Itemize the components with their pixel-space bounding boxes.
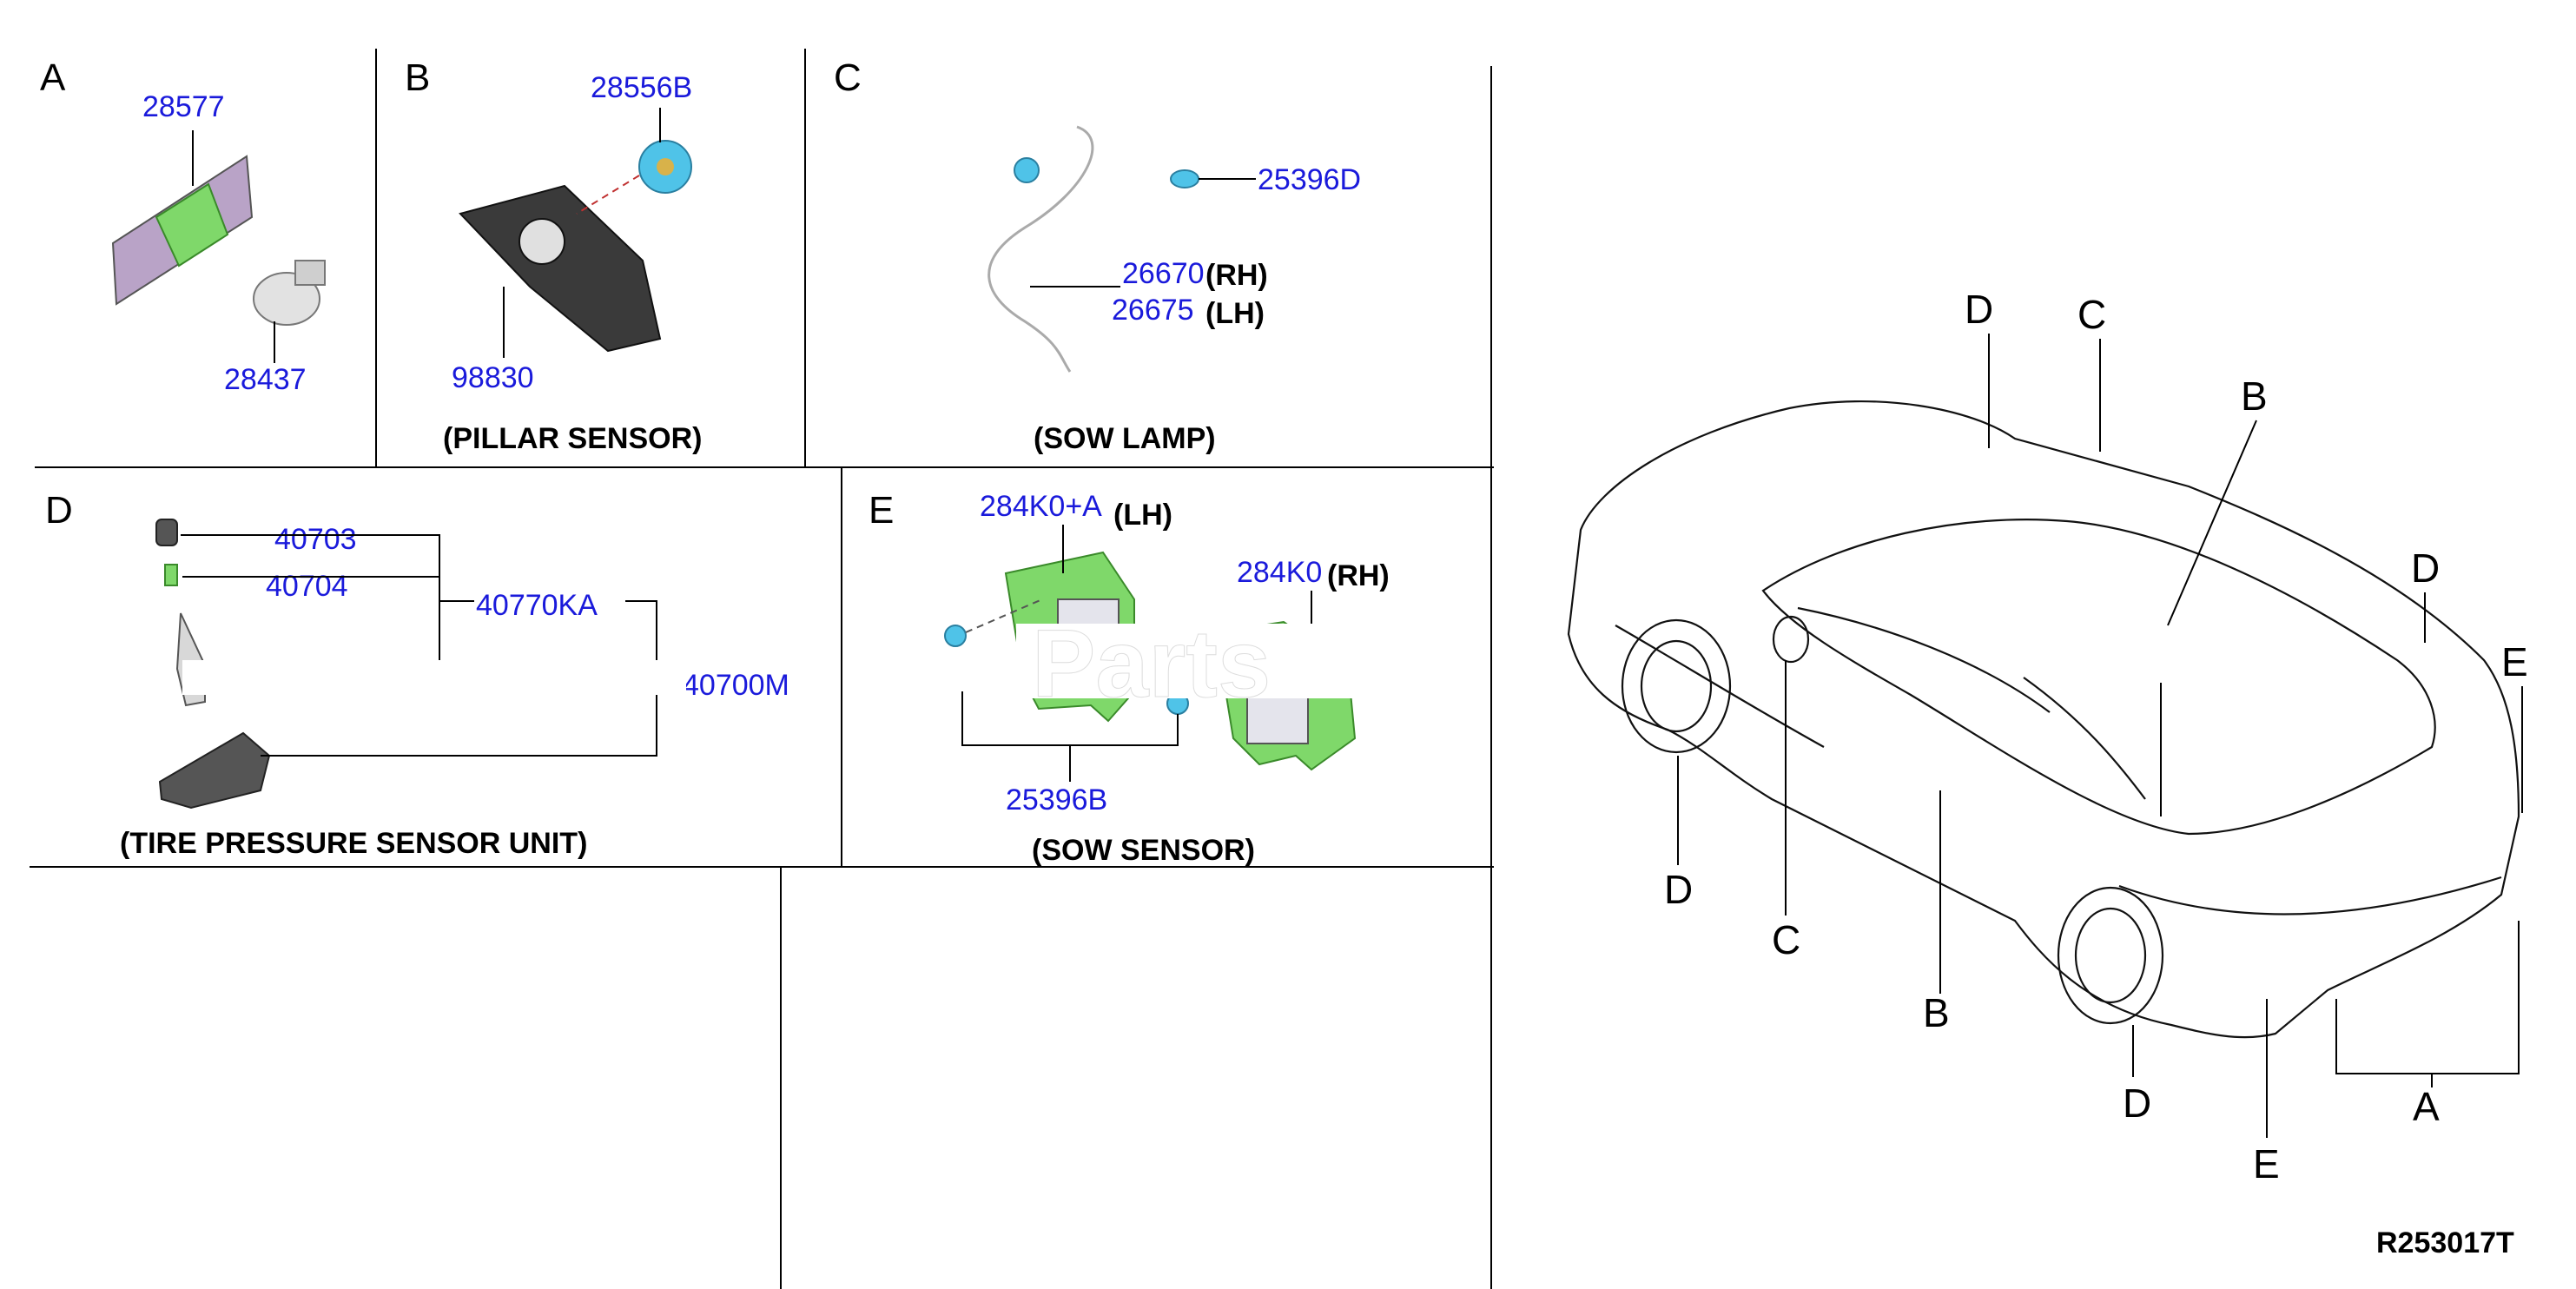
sonar-sensor-image [253,260,326,326]
callout-e-right[interactable]: E [2501,639,2528,684]
part-number-98830[interactable]: 98830 [452,361,534,394]
car-outline [1567,400,2520,1039]
callout-b-top[interactable]: B [2241,373,2268,419]
part-number-28437[interactable]: 28437 [224,363,307,396]
part-number-26670[interactable]: 26670 [1122,257,1205,290]
section-c-letter[interactable]: C [834,56,862,99]
callout-d-left[interactable]: D [1664,867,1693,912]
section-b-letter[interactable]: B [405,56,430,99]
section-d: D 40703 40704 40770KA 40700M (TIRE PRESS… [45,489,789,860]
callout-a-bottom[interactable]: A [2413,1084,2440,1129]
part-number-40700m[interactable]: 40700M [683,669,789,702]
pillar-sensor-image [459,184,662,353]
callout-c-left[interactable]: C [1772,917,1800,962]
part-number-40704[interactable]: 40704 [266,570,348,603]
caption-sow-lamp[interactable]: (SOW LAMP) [1034,422,1216,455]
callout-c-top[interactable]: C [2077,292,2106,337]
callout-d-right[interactable]: D [2411,545,2440,591]
caption-tire-pressure-sensor-unit[interactable]: (TIRE PRESSURE SENSOR UNIT) [120,827,587,860]
side-lh[interactable]: (LH) [1205,297,1265,330]
part-number-40703[interactable]: 40703 [274,523,357,556]
section-c: C 25396D 26670 26675 (RH) (LH) (SOW LAMP… [834,56,1361,455]
callout-b-bottom[interactable]: B [1923,990,1950,1035]
part-number-25396d[interactable]: 25396D [1258,163,1361,196]
section-e-letter[interactable]: E [869,489,894,532]
side-rh[interactable]: (RH) [1327,559,1390,592]
caption-pillar-sensor[interactable]: (PILLAR SENSOR) [443,422,702,455]
watermark: Parts [182,611,1364,718]
diagram-reference[interactable]: R253017T [2376,1226,2514,1259]
side-rh[interactable]: (RH) [1205,259,1268,292]
section-a-letter[interactable]: A [40,56,66,99]
tpms-sensor-image [158,731,271,810]
sow-lamp-harness-image [987,125,1199,373]
callout-d-top[interactable]: D [1965,287,1993,332]
panel-grid [30,49,1494,1289]
part-number-284k0-a[interactable]: 284K0+A [980,490,1102,523]
part-number-25396b[interactable]: 25396B [1006,783,1107,816]
sonar-bracket-image [111,155,254,306]
callout-d-bottom[interactable]: D [2123,1081,2151,1126]
part-number-284k0[interactable]: 284K0 [1237,556,1322,589]
part-number-28556b[interactable]: 28556B [591,71,692,104]
section-b: B 28556B 98830 (PILLAR SENSOR) [405,56,702,455]
caption-sow-sensor[interactable]: (SOW SENSOR) [1032,834,1255,867]
section-a: A 28577 28437 [40,56,326,396]
watermark-text[interactable]: Parts [1032,611,1271,718]
car-callouts: D C B D E D C B D E A [1664,287,2528,1187]
section-d-letter[interactable]: D [45,489,73,532]
callout-e-bottom[interactable]: E [2253,1141,2280,1187]
part-number-26675[interactable]: 26675 [1112,294,1194,327]
side-lh[interactable]: (LH) [1113,499,1172,532]
part-number-40770ka[interactable]: 40770KA [476,589,598,622]
part-number-28577[interactable]: 28577 [142,90,225,123]
grommet-image [638,140,692,194]
vehicle-overview: D C B D E D C B D E A R25301 [1567,287,2528,1259]
callout-leaders [1677,334,2523,1138]
